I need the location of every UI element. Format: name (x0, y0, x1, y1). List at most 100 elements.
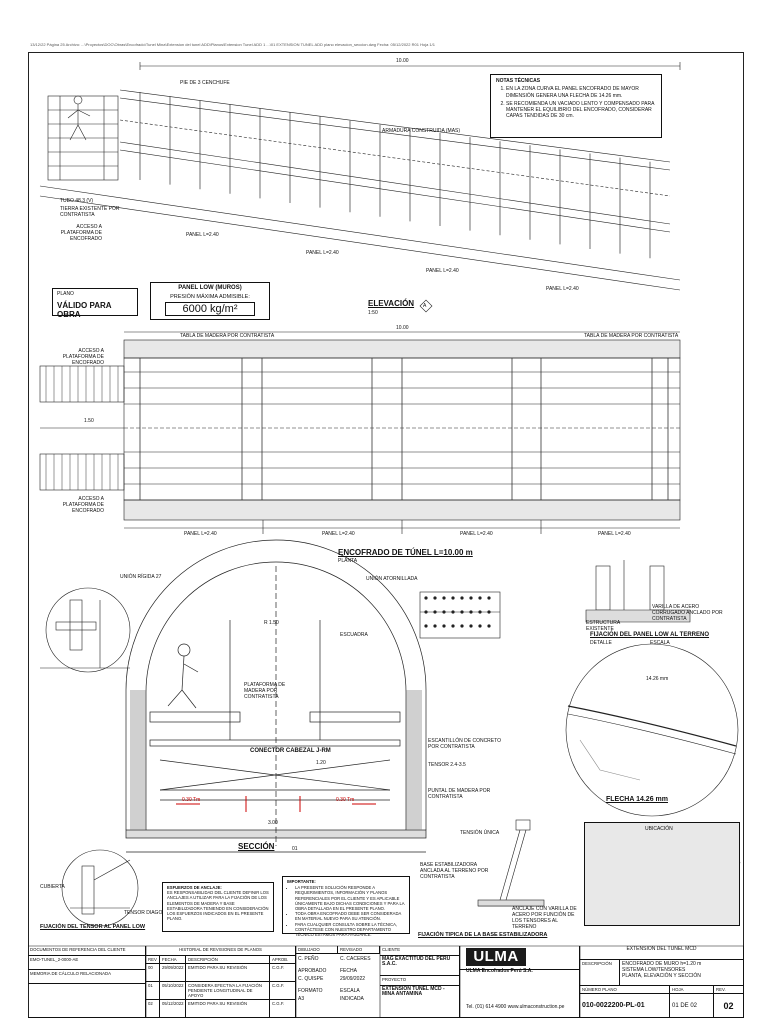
tb-desc-2: SISTEMA LOW/TENSORES (622, 967, 686, 973)
bolt-hole (460, 596, 464, 600)
anchoring-title: ESFUERZOS DE ANCLAJE: (167, 885, 222, 890)
elev-panel-3: PANEL L=2.40 (426, 268, 459, 274)
section-tag: 01 (292, 846, 298, 852)
label-anclaje: ANCLAJE CON VARILLA DE ACERO POR FUNCIÓN… (512, 906, 577, 930)
bolt-hole (442, 596, 446, 600)
panel-ground-detail-title: FIJACIÓN DEL PANEL LOW AL TERRENO (590, 632, 710, 638)
tb-desc-3: PLANTA, ELEVACIÓN Y SECCIÓN (622, 973, 701, 979)
tunnel-inner (145, 561, 407, 830)
tb-fecha-label: FECHA (340, 968, 357, 974)
bolt-hole (424, 610, 428, 614)
label-tension: TENSIÓN ÚNICA (460, 830, 500, 836)
bolt-hole (469, 596, 473, 600)
tb-desc-label: DESCRIPCIÓN (580, 960, 620, 986)
dim-section-width: 3.00 (268, 820, 278, 826)
tb-cliente: MAG EXACTITUD DEL PERÚ S.A.C. (380, 956, 460, 976)
tb-obra-label: PROYECTO (380, 976, 460, 986)
company-contact: Tel. (01) 614 4900 www.ulmaconstruction.… (466, 1004, 565, 1010)
tb-obra: EXTENSIÓN TÚNEL MCD - MINA ANTAMINA (380, 986, 460, 1018)
tb-revisions-header: HISTORIAL DE REVISIONES DE PLANOS (146, 946, 296, 956)
tb-docs-header: DOCUMENTOS DE REFERENCIA DEL CLIENTE (28, 946, 146, 956)
bolt-hole (442, 610, 446, 614)
plano-label: PLANO (57, 291, 74, 297)
tb-doc-1: EMO-TUNEL_2-0000-AE (28, 956, 146, 970)
tb-formato: A3 (298, 996, 305, 1002)
dim-side: 1.50 (84, 418, 94, 424)
max-pressure-box: PANEL LOW (MUROS) PRESIÓN MÁXIMA ADMISIB… (150, 282, 270, 320)
tb-dibujado-label: DIBUJADO (296, 946, 338, 954)
bolt-hole (433, 596, 437, 600)
anchoring-text: ES RESPONSABILIDAD DEL CLIENTE DEFINIR L… (167, 890, 269, 922)
elevation-ground-line (39, 195, 681, 291)
plan-subtitle: PLANTA (338, 558, 358, 564)
revision-desc: CONSIDERA EFECTIVA LA FIJACIÓN PENDIENTE… (186, 982, 270, 1000)
revision-aprob: C.G.F. (270, 982, 296, 1000)
elevation-title: ELEVACIÓN (368, 299, 415, 308)
pressure-value: 6000 kg/m² (165, 302, 255, 316)
label-varilla: VARILLA DE ACERO CORRUGADO ANCLADO POR C… (652, 604, 723, 622)
dim-total-plan: 10.00 (396, 325, 409, 331)
tb-desc-1: ENCOFRADO DE MURO h=1.20 m (622, 961, 702, 967)
revision-rev: 00 (146, 964, 160, 982)
bolt-hole (433, 624, 437, 628)
detail-label: DETALLE (590, 640, 612, 646)
bolt-hole (460, 624, 464, 628)
tb-empty-2 (460, 946, 580, 970)
revision-desc: EMITIDO PARA SU REVISIÓN (186, 1000, 270, 1018)
section-title: SECCIÓN (238, 842, 275, 851)
label-estructura: ESTRUCTURA EXISTENTE (586, 620, 620, 632)
label-access: ACCESO A PLATAFORMA DE ENCOFRADO (60, 224, 102, 242)
bolt-hole (478, 624, 482, 628)
bolt-hole (469, 610, 473, 614)
bolt-hole (487, 596, 491, 600)
important-title: IMPORTANTE: (287, 879, 316, 884)
label-union-rigida: UNIÓN RÍGIDA 27 (120, 574, 162, 580)
bolt-hole (487, 610, 491, 614)
bolt-hole (460, 610, 464, 614)
label-tierra: TIERRA EXISTENTE POR CONTRATISTA (60, 206, 120, 218)
elev-panel-2: PANEL L=2.40 (306, 250, 339, 256)
revision-rev: 01 (146, 982, 160, 1000)
tb-revisado: C. CACERES (340, 956, 371, 962)
tb-escala-label: ESCALA (340, 988, 360, 994)
dim-wall-left: 0.30 Tm (182, 797, 201, 803)
dim-height: 1.20 (316, 760, 326, 766)
dim-panel-4: PANEL L=2.40 (598, 531, 631, 537)
tb-memoria: MEMORIA DE CÁLCULO RELACIONADA (28, 970, 146, 984)
plano-value: VÁLIDO PARA OBRA (57, 301, 112, 319)
tb-col-rev: REV (146, 956, 160, 964)
label-tensor: TENSOR 2.4-3.5 (428, 762, 466, 768)
company-name: ULMA Encofrados Perú S.A. (466, 968, 533, 974)
tb-description: ENCOFRADO DE MURO h=1.20 m SISTEMA LOW/T… (620, 960, 744, 986)
tb-col-aprob: APROB. (270, 956, 296, 964)
plan-title: ENCOFRADO DE TÚNEL L=10.00 m (338, 548, 473, 557)
bolt-hole (469, 624, 473, 628)
label-cubierta: CUBIERTA (40, 884, 65, 890)
revision-aprob: C.G.F. (270, 1000, 296, 1018)
location-keymap: UBICACIÓN (584, 822, 740, 926)
note-item: SE RECOMIENDA UN VACIADO LENTO Y COMPENS… (506, 101, 656, 120)
label-tabla-2: TABLA DE MADERA POR CONTRATISTA (584, 333, 679, 339)
label-base: BASE ESTABILIZADORA ANCLADA AL TERRENO P… (420, 862, 489, 880)
revision-fecha: 05/12/2022 (160, 1000, 186, 1018)
revision-desc: EMITIDO PARA SU REVISIÓN (186, 964, 270, 982)
label-access-plan-top: ACCESO A PLATAFORMA DE ENCOFRADO (62, 348, 104, 366)
bolt-hole (451, 624, 455, 628)
revision-fecha: 29/09/2022 (160, 964, 186, 982)
tb-aprobado: C. QUISPE (298, 976, 324, 982)
tb-dibujado: C. PEÑO (298, 956, 319, 962)
important-note: IMPORTANTE: LA PRESENTE SOLUCIÓN RESPOND… (282, 876, 410, 937)
label-tubo: TUBO 48.3 (V) (60, 198, 94, 204)
important-item: TODA OBRA ENCOFRADO DEBE SER CONSIDERADA… (295, 911, 405, 921)
tb-rev-label: REV. (714, 986, 744, 994)
dim-wall-right: 0.30 Tm (336, 797, 355, 803)
tb-numero-label: NÚMERO PLANO (580, 986, 670, 994)
pressure-subtitle: PRESIÓN MÁXIMA ADMISIBLE: (170, 294, 250, 300)
dim-flecha: 14.26 mm (646, 676, 669, 682)
technical-notes: NOTAS TÉCNICAS EN LA ZONA CURVA EL PANEL… (490, 74, 662, 138)
bolt-hole (451, 596, 455, 600)
revision-rev: 02 (146, 1000, 160, 1018)
tb-aprobado-label: APROBADO (298, 968, 327, 974)
bolt-hole (487, 624, 491, 628)
